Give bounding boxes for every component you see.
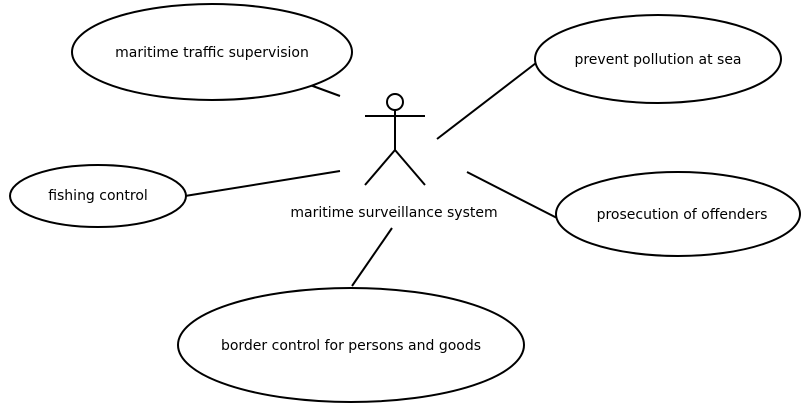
use-case-fishing-control[interactable]: fishing control xyxy=(9,164,187,228)
actor-maritime-surveillance-system[interactable]: maritime surveillance system xyxy=(290,93,498,221)
use-case-prevent-pollution-at-sea[interactable]: prevent pollution at sea xyxy=(534,14,782,104)
use-case-maritime-traffic-supervision[interactable]: maritime traffic supervision xyxy=(71,3,353,101)
use-case-ellipse xyxy=(555,171,801,257)
association-traffic xyxy=(309,84,341,97)
association-border xyxy=(351,227,393,287)
use-case-ellipse xyxy=(177,287,525,403)
use-case-label: prevent pollution at sea xyxy=(574,52,741,68)
actor-label: maritime surveillance system xyxy=(290,205,497,221)
use-case-label: border control for persons and goods xyxy=(221,338,481,354)
use-case-ellipse xyxy=(71,3,353,101)
use-case-border-control[interactable]: border control for persons and goods xyxy=(177,287,525,403)
use-case-label: maritime traffic supervision xyxy=(115,45,309,61)
association-fishing xyxy=(184,170,341,197)
use-case-ellipse xyxy=(534,14,782,104)
stick-figure-actor-icon xyxy=(364,93,426,186)
use-case-label: fishing control xyxy=(48,188,148,204)
association-pollution xyxy=(436,62,537,140)
association-prosecution xyxy=(466,171,558,219)
association-lines xyxy=(184,62,558,287)
use-case-label: prosecution of offenders xyxy=(597,207,768,223)
use-case-ellipse xyxy=(9,164,187,228)
use-case-prosecution-of-offenders[interactable]: prosecution of offenders xyxy=(555,171,801,257)
